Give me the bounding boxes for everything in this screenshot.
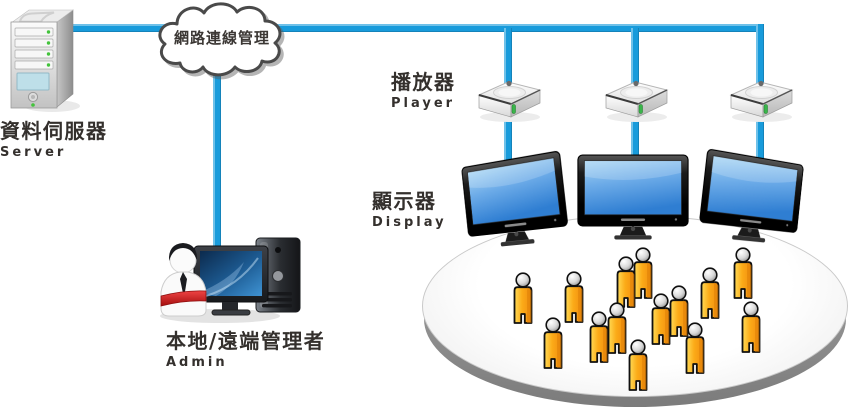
audience-person-icon (738, 301, 764, 355)
admin-label: 本地/遠端管理者 Admin (166, 329, 326, 371)
player-label: 播放器 Player (391, 70, 456, 112)
connection-line-cloud-to-admin (213, 30, 221, 262)
server-label: 資料伺服器 Server (0, 119, 108, 161)
audience-person-icon (510, 272, 536, 326)
cloud-label: 網路連線管理 (173, 28, 270, 47)
display-label: 顯示器 Display (372, 189, 447, 231)
display-icon-1 (461, 150, 571, 247)
player-icon-1 (477, 80, 542, 122)
audience-person-icon (666, 285, 692, 339)
connection-line-backbone (58, 24, 764, 32)
audience-person-icon (730, 247, 756, 301)
audience-person-icon (540, 317, 566, 371)
audience-person-icon (613, 256, 639, 310)
server-label-zh: 資料伺服器 (0, 119, 108, 143)
player-label-zh: 播放器 (391, 70, 456, 94)
network-cloud: 網路連線管理 (150, 0, 294, 80)
admin-label-en: Admin (166, 355, 228, 370)
audience-person-icon (630, 247, 656, 301)
server-label-en: Server (0, 145, 67, 160)
audience-person-icon (586, 311, 612, 365)
admin-icon (160, 237, 301, 323)
player-icon-2 (604, 80, 669, 122)
cloud-icon (158, 2, 282, 77)
audience-person-icon (561, 271, 587, 325)
display-icon-3 (696, 148, 805, 243)
audience-person-icon (648, 293, 674, 347)
audience-person-icon (697, 267, 723, 321)
player-icon-3 (729, 80, 794, 122)
display-label-zh: 顯示器 (372, 189, 437, 213)
audience-person-icon (682, 322, 708, 376)
display-label-en: Display (372, 215, 447, 230)
admin-label-zh: 本地/遠端管理者 (166, 329, 326, 353)
display-icon-2 (577, 154, 689, 240)
audience-person-icon (625, 339, 651, 393)
player-label-en: Player (391, 96, 456, 111)
audience-person-icon (604, 302, 630, 356)
server-icon (10, 9, 80, 112)
